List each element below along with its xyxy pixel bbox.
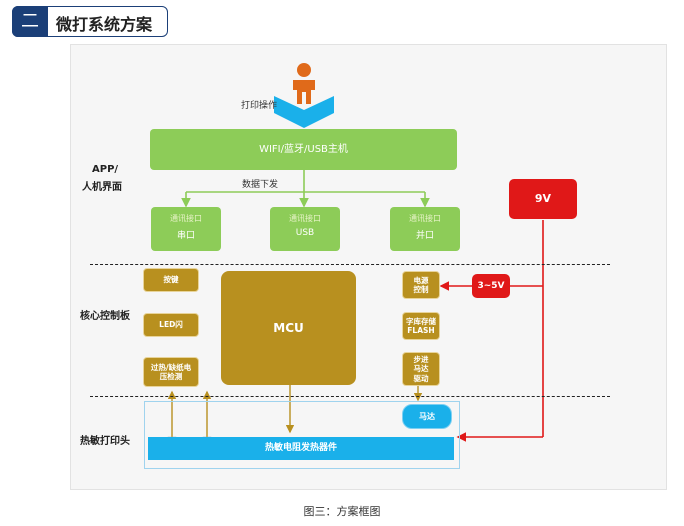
data-down-label: 数据下发 [242,180,279,190]
app-label-line2: 人机界面 [82,182,122,193]
mcu-block: MCU [221,271,356,385]
port-usb-title: 通讯接口 [289,214,321,223]
motor-driver-module: 步进 马达 驱动 [402,352,440,386]
port-parallel: 通讯接口 并口 [390,207,460,251]
flash-line1: 字库存储 [406,316,436,326]
flash-module: 字库存储 FLASH [402,312,440,340]
port-serial-name: 串口 [176,231,195,241]
power-control-line2: 控制 [413,285,429,294]
flash-line2: FLASH [407,326,435,335]
detect-line2: 压检测 [159,372,183,381]
section-title: 微打系统方案 [56,15,153,34]
port-usb-name: USB [295,228,315,238]
motor-driver-line2: 马达 [413,364,429,374]
print-operation-label: 打印操作 [241,101,278,111]
port-serial-title: 通讯接口 [170,214,202,223]
host-bar: WIFI/蓝牙/USB主机 [150,129,457,170]
motor-driver-line1: 步进 [413,354,429,364]
port-parallel-name: 并口 [415,231,434,241]
section-number: 二 [12,6,48,37]
diagram-panel [70,44,667,490]
app-label-line1: APP/ [92,164,119,175]
port-parallel-title: 通讯接口 [409,214,441,223]
print-head-label: 热敏打印头 [80,436,130,447]
down-chevron-icon [274,96,334,128]
separator-core-head [90,396,610,397]
motor-drum: 马达 [402,404,452,429]
separator-app-core [90,264,610,265]
figure-caption: 图三：方案框图 [303,505,381,518]
heater-bar: 热敏电阻发热器件 [148,437,454,460]
detect-line1: 过热/缺纸电 [150,362,192,372]
led-module: LED闪 [143,313,199,337]
port-usb: 通讯接口 USB [270,207,340,251]
key-module: 按键 [143,268,199,292]
print-head-frame [144,401,460,469]
core-board-label: 核心控制板 [80,311,130,322]
motor-driver-line3: 驱动 [413,373,429,383]
power-control-module: 电源 控制 [402,271,440,299]
detect-module: 过热/缺纸电 压检测 [143,357,199,387]
power-control-line1: 电源 [413,275,429,285]
power-9v-box: 9V [509,179,577,219]
power-3-5v-box: 3~5V [472,274,510,298]
user-icon [293,63,315,104]
port-serial: 通讯接口 串口 [151,207,221,251]
